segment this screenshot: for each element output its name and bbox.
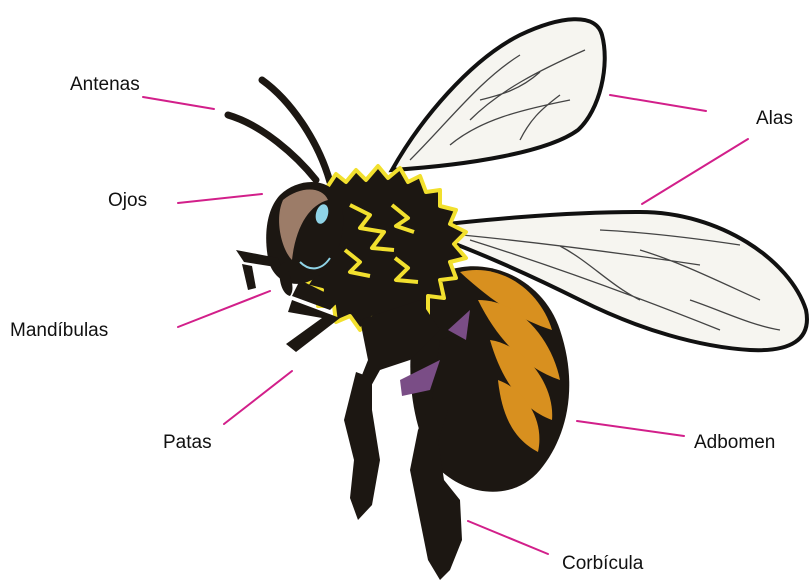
mandibulas-leader-line [178, 291, 270, 327]
patas-leader-line [224, 371, 292, 424]
label-corbicula: Corbícula [562, 553, 644, 574]
antenas-leader-line [143, 97, 214, 109]
ojos-leader-line [178, 194, 262, 203]
label-mandibulas: Mandíbulas [10, 320, 108, 341]
alas-leader-line-top [610, 95, 706, 111]
upper-wing [392, 19, 605, 170]
label-ojos: Ojos [108, 190, 147, 211]
antennae [228, 80, 330, 182]
corbicula-leader-line [468, 521, 548, 554]
label-alas: Alas [756, 108, 793, 129]
label-patas: Patas [163, 432, 212, 453]
label-abdomen: Adbomen [694, 432, 775, 453]
abdomen-leader-line [577, 421, 684, 436]
alas-leader-line-bottom [642, 139, 748, 204]
label-antenas: Antenas [70, 74, 140, 95]
